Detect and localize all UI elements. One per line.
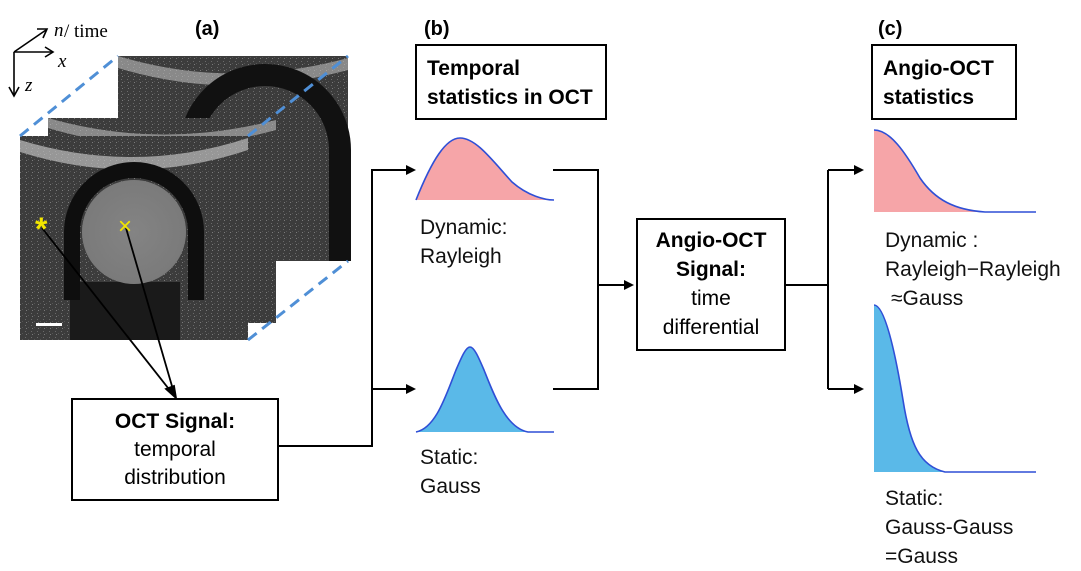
oct-image-stack xyxy=(19,54,351,342)
angio-statistics-line1: Angio-OCT xyxy=(883,57,994,80)
angio-dynamic-curve xyxy=(874,130,985,212)
temporal-statistics-line2: statistics in OCT xyxy=(427,86,593,109)
angio-statistics-box: Angio-OCT statistics xyxy=(871,44,1017,120)
arrowhead-static-b xyxy=(406,384,416,394)
signal-to-curves-connector xyxy=(279,169,410,447)
angio-signal-line1: time xyxy=(691,287,731,310)
image-to-signal-arrows xyxy=(41,227,178,401)
angio-dynamic-line3: ≈Gauss xyxy=(891,287,964,310)
static-gauss-label: Static: Gauss xyxy=(420,443,481,501)
angio-dynamic-line1: Dynamic : xyxy=(885,229,979,252)
panel-label-b: (b) xyxy=(424,18,450,40)
cross-marker: × xyxy=(118,213,133,240)
oct-frame-front xyxy=(20,136,248,340)
oct-signal-line1: temporal xyxy=(134,438,216,461)
static-gauss-line2: Gauss xyxy=(420,475,481,498)
panel-label-a: (a) xyxy=(195,18,220,40)
panel-label-c: (c) xyxy=(878,18,903,40)
axis-label-time: / time xyxy=(64,21,108,42)
angio-signal-box: Angio-OCT Signal: time differential xyxy=(636,218,786,351)
oct-signal-box: OCT Signal: temporal distribution xyxy=(71,398,279,501)
dynamic-rayleigh-line1: Dynamic: xyxy=(420,216,508,239)
angio-static-line2: Gauss-Gauss xyxy=(885,516,1014,539)
curves-to-angio-connector xyxy=(553,169,628,390)
angio-signal-line2: differential xyxy=(662,316,760,339)
axis-label-z: z xyxy=(25,75,33,96)
oct-signal-line2: distribution xyxy=(124,466,226,489)
angio-dynamic-line2: Rayleigh−Rayleigh xyxy=(885,258,1061,281)
arrowhead-dynamic-c xyxy=(854,165,864,175)
static-gauss-line1: Static: xyxy=(420,446,479,469)
angio-static-label: Static: Gauss-Gauss =Gauss xyxy=(885,484,1013,571)
axis-label-x: x xyxy=(58,51,67,72)
stack-edge-top-left xyxy=(19,54,119,138)
gauss-curve xyxy=(416,347,528,432)
temporal-statistics-line1: Temporal xyxy=(427,57,520,80)
angio-dynamic-label: Dynamic : Rayleigh−Rayleigh ≈Gauss xyxy=(885,226,1061,313)
angio-static-line3: =Gauss xyxy=(885,545,958,568)
angio-statistics-line2: statistics xyxy=(883,86,975,109)
arrowhead-static-c xyxy=(854,384,864,394)
angio-to-stats-connector xyxy=(786,169,858,390)
angio-signal-title1: Angio-OCT xyxy=(655,229,767,252)
axis-label-n: n xyxy=(54,20,64,41)
rayleigh-curve xyxy=(416,138,554,200)
stack-edge-top-right xyxy=(247,54,349,138)
angio-static-line1: Static: xyxy=(885,487,944,510)
oct-signal-title: OCT Signal: xyxy=(114,410,236,433)
star-marker: * xyxy=(35,211,48,247)
angio-static-curve xyxy=(874,305,945,472)
dynamic-rayleigh-label: Dynamic: Rayleigh xyxy=(420,213,508,271)
stack-edge-bottom-right xyxy=(247,259,349,342)
axis-arrows xyxy=(8,28,55,98)
arrowhead-angio-signal xyxy=(624,280,634,290)
temporal-statistics-box: Temporal statistics in OCT xyxy=(415,44,607,120)
angio-signal-title2: Signal: xyxy=(675,258,746,281)
dynamic-rayleigh-line2: Rayleigh xyxy=(420,245,502,268)
arrowhead-dynamic-b xyxy=(406,165,416,175)
